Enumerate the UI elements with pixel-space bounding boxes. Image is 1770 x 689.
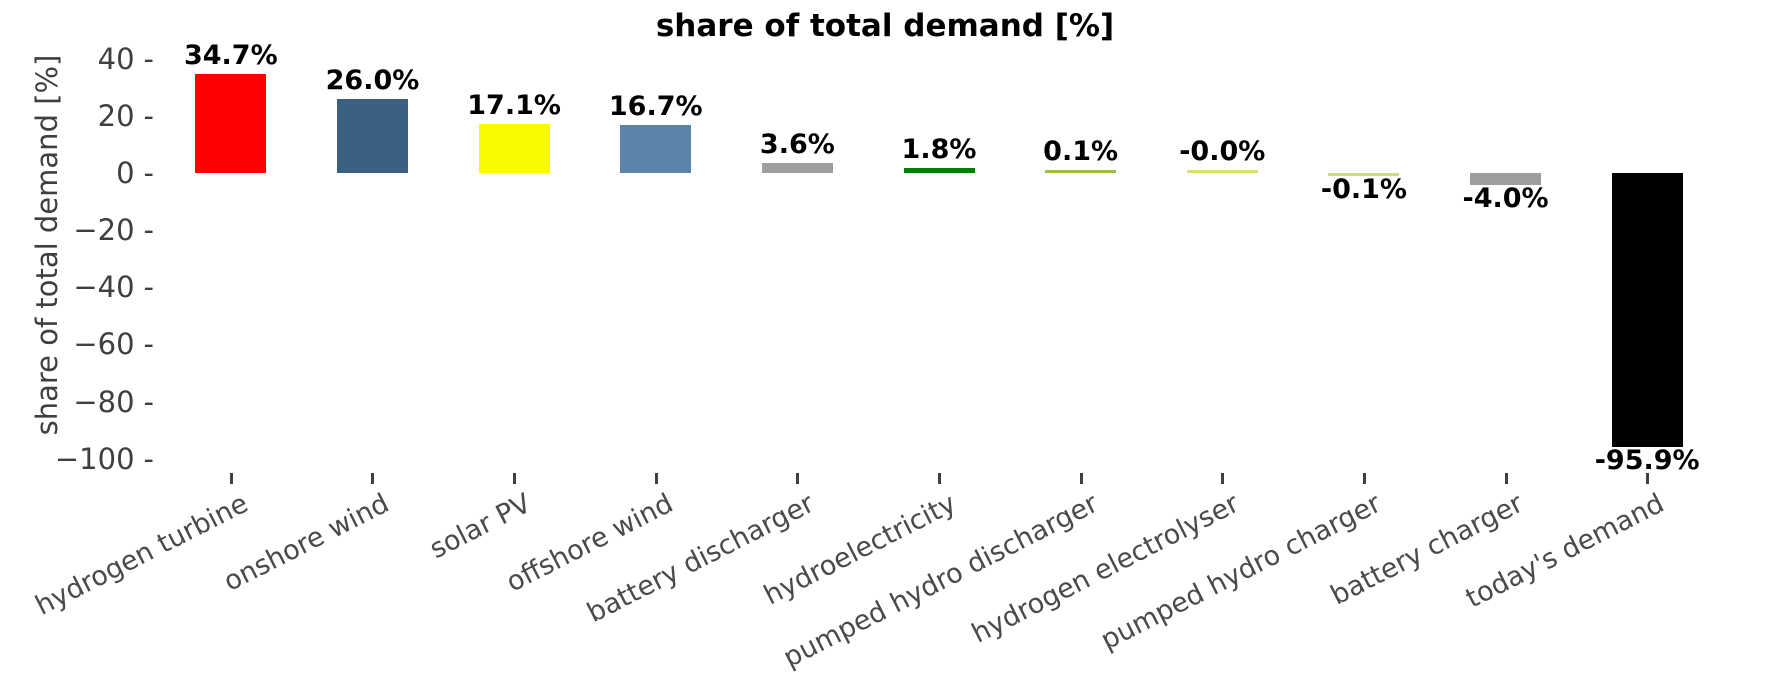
bar[interactable] bbox=[620, 125, 692, 174]
x-tick-mark bbox=[938, 473, 941, 484]
x-tick-mark bbox=[654, 473, 658, 484]
plot-area: 40-20-0-−20-−40-−60-−80-−100- 34.7%26.0%… bbox=[55, 36, 1718, 484]
bar-value-label: 1.8% bbox=[901, 133, 977, 165]
x-tick-mark bbox=[796, 473, 800, 484]
bar-value-label: 17.1% bbox=[467, 90, 561, 122]
bar[interactable] bbox=[195, 73, 267, 174]
y-tick-label: −60- bbox=[73, 327, 160, 361]
x-tick-mark bbox=[1221, 473, 1225, 484]
y-tick-text: 20 bbox=[97, 98, 135, 133]
bar[interactable] bbox=[1328, 173, 1400, 177]
y-tick-mark: - bbox=[143, 41, 154, 76]
y-tick-label: −40- bbox=[73, 270, 160, 304]
bar-value-label: -0.1% bbox=[1320, 174, 1407, 206]
y-tick-mark: - bbox=[143, 384, 154, 419]
x-tick-mark bbox=[513, 473, 517, 484]
bar[interactable] bbox=[478, 124, 550, 174]
bar-value-label: 26.0% bbox=[325, 64, 420, 96]
x-tick-mark bbox=[229, 473, 233, 484]
bar[interactable] bbox=[1186, 170, 1258, 174]
y-tick-mark: - bbox=[143, 98, 154, 133]
y-tick-mark: - bbox=[143, 441, 154, 476]
bar[interactable] bbox=[761, 162, 833, 174]
y-tick-text: 40 bbox=[97, 41, 135, 76]
y-tick-text: 0 bbox=[116, 156, 135, 191]
bar[interactable] bbox=[1045, 170, 1117, 174]
x-tick-mark bbox=[1504, 473, 1508, 484]
y-tick-label: 40- bbox=[98, 42, 160, 76]
bar[interactable] bbox=[1470, 173, 1542, 185]
y-tick-label: −100- bbox=[55, 442, 160, 476]
bar-value-label: 0.1% bbox=[1043, 136, 1119, 168]
x-tick-mark bbox=[1079, 473, 1083, 484]
y-tick-label: 0- bbox=[116, 156, 160, 190]
y-tick-label: 20- bbox=[98, 99, 160, 133]
x-tick-mark bbox=[371, 473, 375, 484]
bar-value-label: 3.6% bbox=[759, 128, 835, 160]
bar[interactable] bbox=[903, 167, 975, 174]
x-tick-mark bbox=[1362, 473, 1366, 484]
bar-value-label: -4.0% bbox=[1462, 182, 1549, 214]
bar-value-label: 34.7% bbox=[183, 39, 278, 71]
bar-value-label: -0.0% bbox=[1179, 136, 1266, 168]
y-tick-text: −80 bbox=[73, 384, 135, 419]
y-tick-mark: - bbox=[143, 327, 154, 362]
bar[interactable] bbox=[336, 98, 408, 174]
y-tick-text: −100 bbox=[54, 441, 135, 476]
y-tick-label: −80- bbox=[73, 385, 160, 419]
y-tick-text: −60 bbox=[73, 327, 135, 362]
y-tick-text: −20 bbox=[73, 213, 135, 248]
y-tick-text: −40 bbox=[73, 270, 135, 305]
y-tick-label: −20- bbox=[73, 213, 160, 247]
y-axis-label: share of total demand [%] bbox=[30, 54, 64, 436]
x-tick-label: solar PV bbox=[424, 488, 537, 566]
x-tick-label: hydrogen turbine bbox=[30, 488, 253, 622]
bar-value-label: -95.9% bbox=[1594, 445, 1700, 476]
x-tick-label: battery discharger bbox=[582, 488, 820, 630]
chart-title: share of total demand [%] bbox=[655, 8, 1115, 44]
bar-value-label: 16.7% bbox=[608, 91, 703, 123]
x-tick-mark bbox=[1646, 473, 1650, 484]
y-tick-mark: - bbox=[143, 270, 154, 305]
y-tick-mark: - bbox=[143, 156, 154, 191]
y-tick-mark: - bbox=[143, 213, 154, 248]
bar[interactable] bbox=[1611, 173, 1683, 447]
